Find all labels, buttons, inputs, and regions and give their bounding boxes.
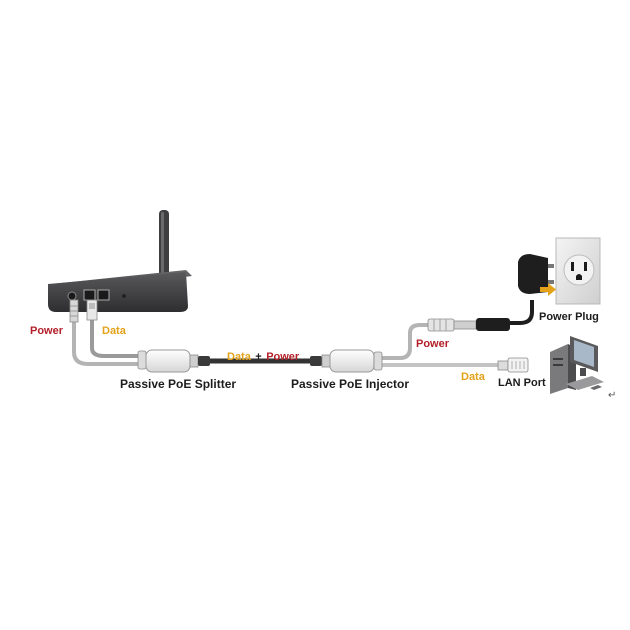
injector-label: Passive PoE Injector — [291, 377, 410, 391]
power-label-right: Power — [416, 338, 450, 350]
power-label-left: Power — [30, 325, 64, 337]
desktop-computer-icon — [550, 336, 604, 394]
adapter-cable — [508, 300, 534, 325]
poe-splitter-icon — [137, 349, 210, 373]
power-adapter-connector — [427, 318, 510, 332]
combined-data-label: Data — [227, 351, 251, 363]
data-cable-left — [90, 300, 142, 358]
wireless-router-icon — [48, 210, 192, 312]
data-connector-left — [86, 299, 98, 321]
power-cable-left — [72, 300, 142, 366]
data-power-label: Data + Power — [227, 348, 299, 364]
lan-connector — [497, 357, 529, 373]
return-mark-icon: ↵ — [608, 390, 616, 401]
power-connector-left — [69, 299, 79, 323]
power-plug-label: Power Plug — [539, 311, 599, 323]
orange-arrow-icon — [540, 283, 556, 296]
data-label-right: Data — [461, 371, 485, 383]
data-label-left: Data — [102, 325, 126, 337]
power-plug-icon — [518, 254, 554, 294]
combined-power-label: Power — [266, 351, 300, 363]
splitter-label: Passive PoE Splitter — [120, 377, 237, 391]
combined-plus-label: + — [255, 351, 262, 363]
power-cable-right — [376, 323, 430, 360]
lan-port-label: LAN Port — [498, 377, 546, 389]
wall-outlet-icon — [555, 237, 601, 305]
poe-injector-icon — [310, 349, 383, 373]
